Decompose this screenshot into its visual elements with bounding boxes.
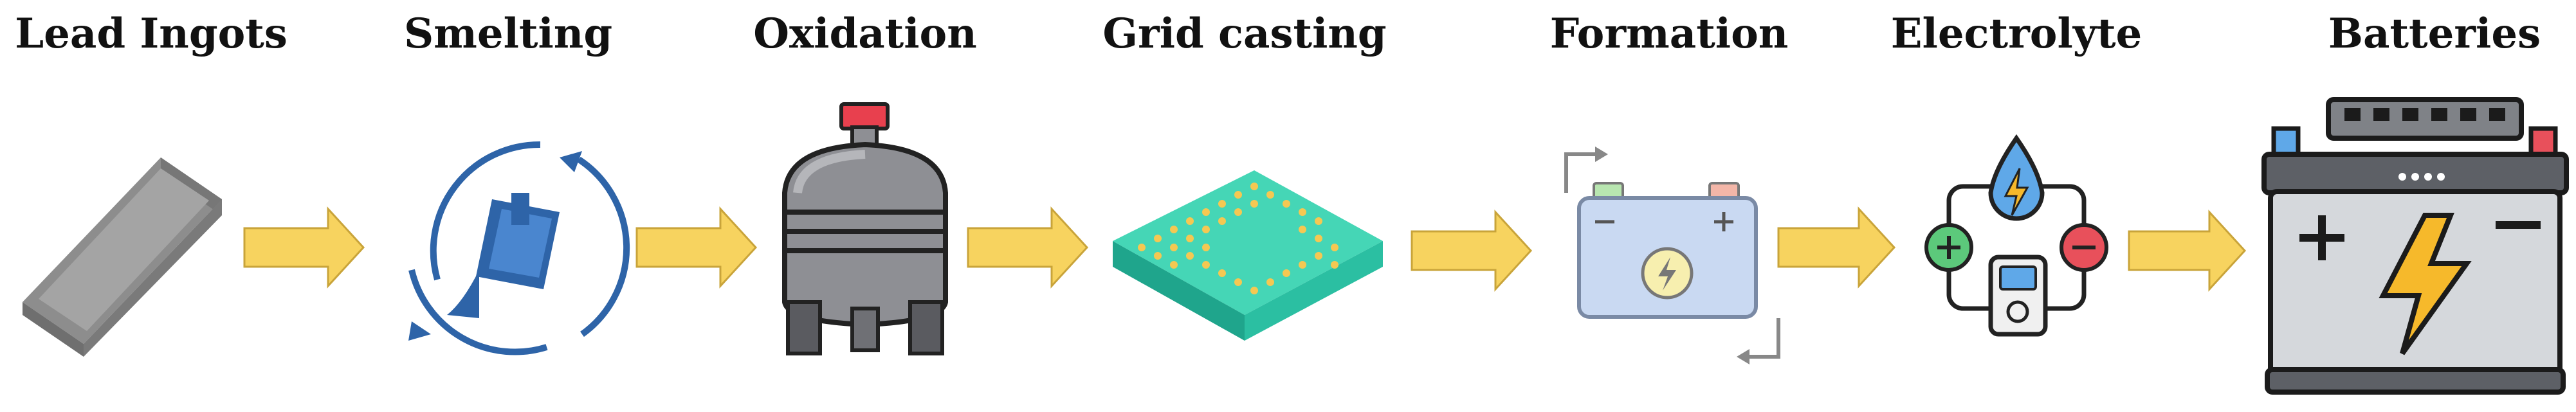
flow-arrow-5 bbox=[1777, 206, 1896, 289]
step-label-formation: Formation bbox=[1549, 10, 1789, 58]
flow-arrow-1 bbox=[243, 206, 365, 289]
step-label-batteries: Batteries bbox=[2328, 10, 2541, 58]
smelting-furnace-icon bbox=[408, 141, 630, 355]
car-battery-icon bbox=[2261, 97, 2569, 395]
step-label-lead-ingots: Lead Ingots bbox=[15, 10, 288, 58]
flow-arrow-2 bbox=[635, 206, 758, 289]
electrolyte-meter-icon bbox=[1924, 134, 2108, 337]
grid-plate-icon bbox=[1113, 170, 1383, 341]
step-label-grid-casting: Grid casting bbox=[1102, 10, 1387, 58]
oxidation-tank-icon bbox=[782, 102, 948, 355]
step-label-smelting: Smelting bbox=[403, 10, 613, 58]
flow-arrow-3 bbox=[967, 206, 1089, 289]
battery-charging-icon bbox=[1564, 147, 1780, 364]
lead-ingot-icon bbox=[23, 157, 222, 357]
flow-arrow-6 bbox=[2128, 210, 2247, 292]
flow-arrow-4 bbox=[1411, 210, 1533, 292]
step-label-electrolyte: Electrolyte bbox=[1890, 10, 2142, 58]
step-label-oxidation: Oxidation bbox=[753, 10, 977, 58]
